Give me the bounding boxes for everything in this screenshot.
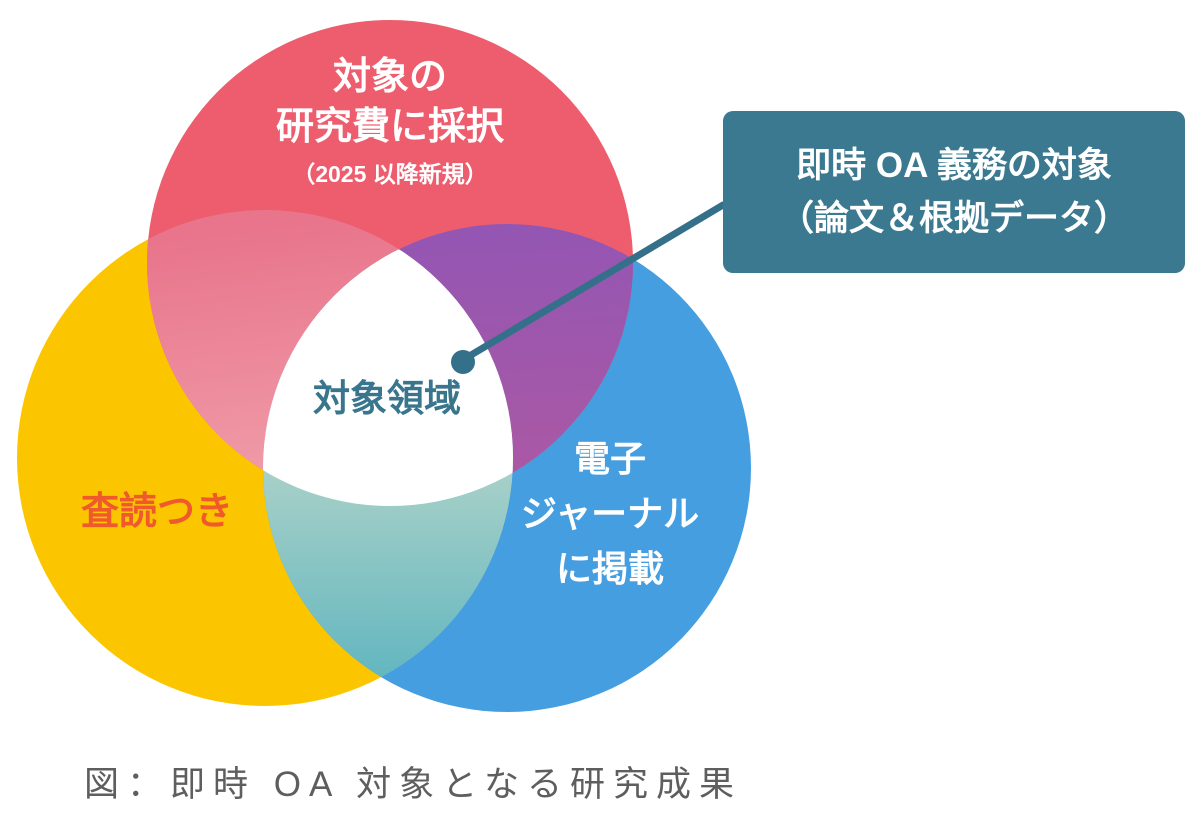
e-journal-label-line1: 電子 bbox=[573, 438, 646, 479]
callout-box: 即時 OA 義務の対象 （論文＆根拠データ） bbox=[723, 111, 1185, 273]
peer-review-label-text: 査読つき bbox=[80, 491, 233, 533]
figure-caption: 図：即時 OA 対象となる研究成果 bbox=[84, 765, 743, 804]
funding-label-note: （2025 以降新規） bbox=[292, 161, 488, 187]
center-region-label: 対象領域 bbox=[287, 375, 487, 423]
e-journal-circle-label: 電子 ジャーナル に掲載 bbox=[460, 431, 760, 596]
callout-line1: 即時 OA 義務の対象 bbox=[796, 146, 1112, 185]
e-journal-label-line3: に掲載 bbox=[555, 548, 664, 589]
callout-connector-line bbox=[462, 201, 727, 362]
callout-connector-dot bbox=[451, 350, 475, 374]
funding-label-line2: 研究費に採択 bbox=[275, 106, 504, 148]
funding-circle-label: 対象の 研究費に採択 （2025 以降新規） bbox=[140, 52, 640, 190]
center-region-label-text: 対象領域 bbox=[313, 378, 461, 419]
callout-line2: （論文＆根拠データ） bbox=[778, 199, 1129, 238]
e-journal-label-line2: ジャーナル bbox=[520, 493, 700, 534]
funding-label-line1: 対象の bbox=[332, 56, 447, 98]
peer-review-circle-label: 査読つき bbox=[32, 489, 282, 535]
